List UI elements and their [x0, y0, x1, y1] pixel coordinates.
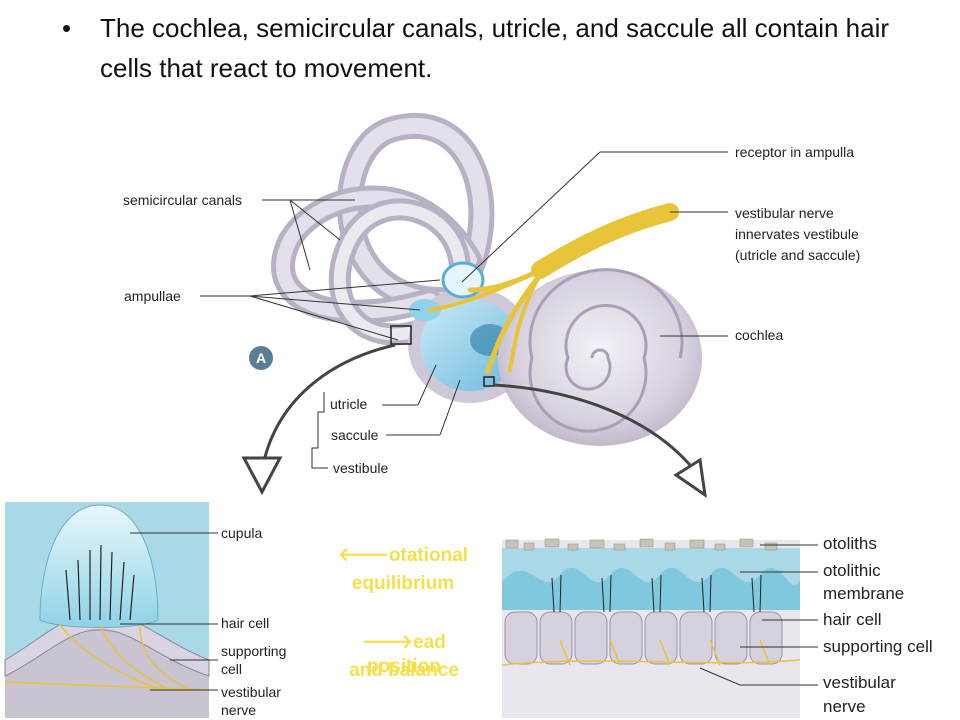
zoom-arrows — [241, 343, 707, 499]
bullet-point: • The cochlea, semicircular canals, utri… — [62, 8, 924, 88]
bullet-text: The cochlea, semicircular canals, utricl… — [100, 13, 890, 83]
note-head-position: 🡒ead position — [362, 632, 446, 677]
label-otoliths: otoliths — [823, 534, 877, 553]
label-semicircular-canals: semicircular canals — [123, 192, 243, 208]
ampulla-leader-lines — [120, 532, 218, 691]
macula-marker-box — [483, 376, 495, 387]
label-ampullae: ampullae — [124, 288, 181, 304]
label-ampulla-supporting: supporting — [221, 643, 287, 659]
macula-leader-lines — [699, 544, 818, 686]
label-ampulla-vestibular: vestibular — [221, 684, 281, 700]
ear-leader-lines — [200, 151, 728, 469]
bullet-dot: • — [62, 13, 72, 43]
figure-badge: A — [249, 346, 273, 370]
label-macula-hair-cell: hair cell — [823, 610, 882, 629]
label-otolithic-membrane: membrane — [823, 584, 905, 603]
label-otolithic: otolithic — [823, 561, 881, 580]
label-macula-vestibular: vestibular — [823, 673, 896, 692]
label-vestibular-nerve-line3: (utricle and saccule) — [735, 247, 861, 263]
macula-inset — [501, 538, 801, 718]
note-rotational: 🡐otational — [337, 545, 469, 566]
label-cupula: cupula — [221, 525, 263, 541]
cochlea-shape — [498, 268, 702, 446]
ampulla-inset — [4, 502, 210, 718]
label-utricle: utricle — [330, 396, 368, 412]
label-receptor-in-ampulla: receptor in ampulla — [735, 144, 855, 160]
note-balance: and balance — [349, 660, 459, 681]
label-cochlea: cochlea — [735, 327, 784, 343]
semicircular-canals-shape — [271, 112, 495, 346]
ampulla-marker-box — [390, 325, 412, 345]
label-vestibule: vestibule — [333, 460, 389, 476]
note-equilibrium: equilibrium — [351, 573, 455, 594]
label-ampulla-supporting-line2: cell — [221, 661, 243, 677]
label-supporting-cell: supporting cell — [823, 637, 933, 656]
label-ampulla-hair-cell: hair cell — [221, 615, 270, 631]
label-ampulla-nerve: nerve — [221, 702, 257, 718]
label-vestibular-nerve-line2: innervates vestibule — [735, 226, 859, 242]
label-saccule: saccule — [331, 427, 379, 443]
vestibular-nerve-shape — [428, 203, 679, 375]
label-vestibular-nerve: vestibular nerve — [735, 205, 834, 221]
label-macula-nerve: nerve — [823, 697, 866, 716]
